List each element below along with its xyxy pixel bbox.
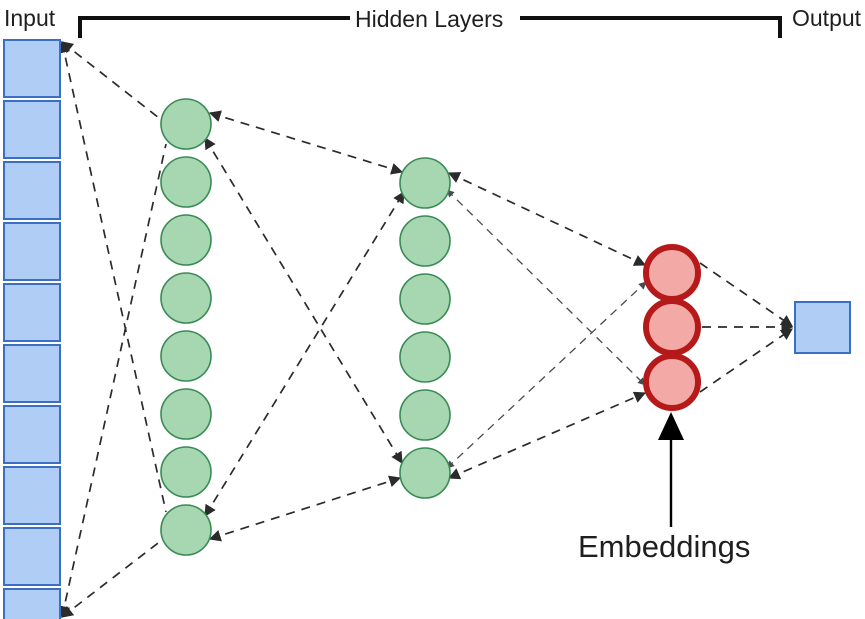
hidden-layer-1 <box>160 98 212 556</box>
hidden-node[interactable] <box>160 504 212 556</box>
input-node[interactable] <box>3 466 61 525</box>
edge-h1top-h2bottom <box>204 136 403 465</box>
edge-in0-h1bottom <box>58 40 167 513</box>
label-output: Output <box>792 5 862 31</box>
input-node[interactable] <box>3 527 61 586</box>
hidden-layer-2 <box>399 157 451 499</box>
hidden-node[interactable] <box>399 447 451 499</box>
edges-hidden1-to-hidden2 <box>204 110 405 542</box>
input-layer <box>3 39 61 619</box>
edge-emb2-out <box>699 328 793 393</box>
hidden-node[interactable] <box>160 272 212 324</box>
edge-h2top-emb-top <box>447 172 647 266</box>
hidden-node[interactable] <box>399 157 451 209</box>
hidden-node[interactable] <box>160 388 212 440</box>
edge-h2bottom-emb-top <box>446 281 647 469</box>
input-node[interactable] <box>3 405 61 464</box>
edge-h1top-h2top <box>208 110 404 175</box>
hidden-node[interactable] <box>160 446 212 498</box>
hidden-node[interactable] <box>399 273 451 325</box>
edge-in0-h1top <box>61 41 160 119</box>
edge-h1bottom-h2top <box>204 190 405 518</box>
edge-in9-h1top <box>58 143 167 619</box>
embedding-node[interactable] <box>643 353 701 411</box>
input-node[interactable] <box>3 161 61 220</box>
input-node[interactable] <box>3 100 61 159</box>
label-hidden-layers: Hidden Layers <box>355 6 503 32</box>
edge-h2top-emb-bottom <box>446 189 646 386</box>
edge-h1bottom-h2bottom <box>208 475 402 542</box>
embeddings-annotation: Embeddings <box>578 412 750 564</box>
edge-in9-h1bottom <box>61 539 163 618</box>
edges-hidden2-to-embeddings <box>446 172 647 480</box>
hidden-node[interactable] <box>160 98 212 150</box>
output-node[interactable] <box>794 301 851 354</box>
hidden-node[interactable] <box>160 330 212 382</box>
label-embeddings: Embeddings <box>578 529 750 564</box>
edges-input-to-hidden1 <box>58 40 167 619</box>
output-layer <box>794 301 851 354</box>
bracket-label-backdrop <box>350 4 520 32</box>
hidden-node[interactable] <box>160 214 212 266</box>
embedding-layer <box>643 244 701 411</box>
input-node[interactable] <box>3 222 61 281</box>
input-node[interactable] <box>3 588 61 619</box>
edge-emb0-out <box>699 262 793 327</box>
label-input: Input <box>4 5 56 31</box>
input-node[interactable] <box>3 283 61 342</box>
hidden-node[interactable] <box>399 389 451 441</box>
input-node[interactable] <box>3 344 61 403</box>
embedding-node[interactable] <box>643 244 701 302</box>
edge-h2bottom-emb-bottom <box>447 391 647 480</box>
hidden-node[interactable] <box>160 156 212 208</box>
embedding-node[interactable] <box>643 298 701 356</box>
hidden-node[interactable] <box>399 215 451 267</box>
edges-embeddings-to-output <box>699 262 794 393</box>
embeddings-arrow-head <box>658 412 684 440</box>
hidden-layers-bracket <box>78 4 782 38</box>
input-node[interactable] <box>3 39 61 98</box>
hidden-node[interactable] <box>399 331 451 383</box>
